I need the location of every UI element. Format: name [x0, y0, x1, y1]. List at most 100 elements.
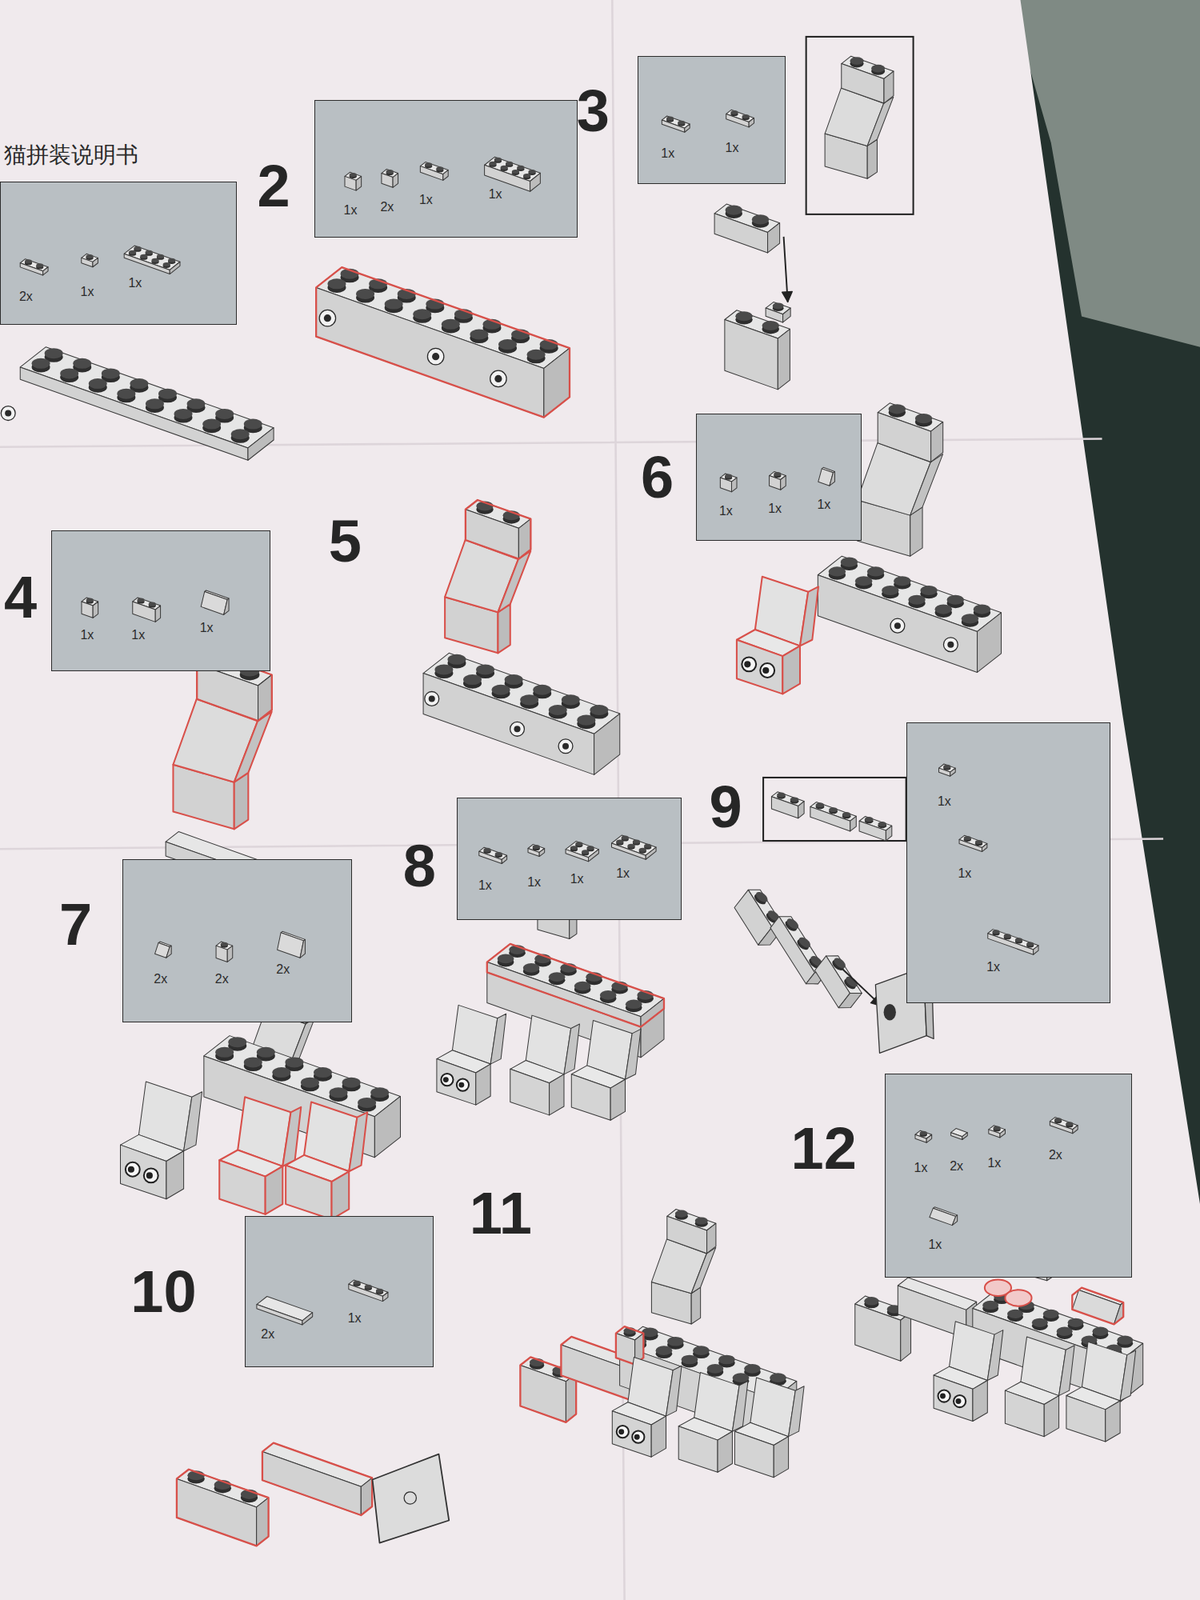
brick-face — [859, 820, 886, 841]
parts-box: 1x2x1x2x1x — [884, 1073, 1132, 1278]
axle-hole — [4, 410, 12, 417]
brick-face — [43, 267, 48, 276]
axle-hole — [427, 348, 444, 364]
brick-face — [810, 806, 851, 831]
eye — [741, 656, 756, 672]
stud — [992, 1125, 1000, 1130]
tail-plate — [372, 1454, 450, 1544]
brick-face — [265, 1166, 284, 1215]
part-icons — [907, 723, 1112, 1004]
quantity-label: 2x — [276, 962, 290, 977]
foot-assembly — [736, 576, 819, 695]
arrow-head — [782, 291, 793, 302]
stud — [840, 557, 858, 568]
brick — [988, 1125, 1006, 1138]
stud — [842, 812, 852, 817]
brick-face — [565, 849, 588, 862]
brick — [714, 204, 780, 253]
brick-face — [20, 347, 274, 448]
brick-face — [612, 843, 647, 860]
brick — [132, 597, 161, 622]
axle-hole — [319, 309, 336, 326]
stud — [816, 802, 825, 808]
brick-face — [381, 173, 393, 188]
stud — [527, 349, 546, 360]
brick-face — [124, 253, 170, 274]
eye — [125, 1162, 140, 1177]
brick-face — [1105, 1400, 1120, 1442]
brick-face — [564, 1024, 580, 1075]
stud — [893, 576, 911, 586]
stud — [776, 792, 786, 798]
stud — [920, 1131, 928, 1136]
brick-face — [479, 852, 502, 864]
stud — [677, 120, 685, 125]
stud — [412, 308, 432, 320]
brick-face — [732, 1380, 748, 1432]
brick-face — [81, 601, 93, 618]
axle-hole — [324, 314, 332, 322]
stud — [639, 848, 647, 852]
brick-face — [987, 1330, 1004, 1381]
brick-face — [348, 1112, 368, 1172]
axle-hole — [510, 721, 525, 736]
stud — [908, 595, 925, 605]
quantity-label: 2x — [19, 289, 33, 304]
stud — [1026, 941, 1034, 946]
brick-face — [651, 1416, 666, 1457]
stud — [156, 254, 164, 259]
stud — [975, 840, 983, 844]
brick-face — [549, 1074, 564, 1116]
stud — [718, 1355, 736, 1365]
stud — [228, 1036, 247, 1048]
brick — [176, 1469, 269, 1547]
brick — [81, 253, 99, 267]
quantity-label: 1x — [200, 620, 214, 636]
brick-face — [356, 176, 362, 191]
brick-face — [736, 640, 783, 695]
brick-face — [1072, 1289, 1120, 1324]
eye — [940, 1393, 946, 1400]
brick-face — [223, 598, 228, 615]
brick — [216, 941, 233, 962]
axle-hole — [890, 618, 905, 633]
brick-face — [949, 768, 956, 776]
new-part-outline — [262, 1443, 372, 1516]
eye — [760, 663, 775, 678]
subassembly-frame — [763, 777, 907, 841]
brick — [667, 1208, 716, 1253]
parts-box: 1x1x — [637, 56, 786, 184]
brick-face — [510, 1068, 550, 1116]
brick-face — [798, 801, 804, 819]
stud — [796, 935, 812, 950]
brick-face — [748, 118, 754, 128]
stud — [992, 929, 1000, 934]
stud — [1065, 1121, 1073, 1126]
brick-face — [120, 1144, 167, 1200]
brick-face — [300, 939, 305, 958]
stud — [148, 602, 156, 607]
stud — [424, 162, 432, 167]
eye — [744, 660, 751, 668]
foot-assembly — [120, 1081, 203, 1200]
stud — [532, 844, 540, 849]
quantity-label: 1x — [488, 187, 503, 202]
brick-face — [332, 1171, 350, 1220]
quantity-label: 1x — [660, 146, 675, 161]
stud — [769, 1372, 787, 1383]
brick-face — [529, 172, 540, 192]
brick-face — [184, 1092, 203, 1152]
stud — [174, 408, 193, 420]
brick — [765, 302, 791, 323]
stud — [349, 172, 357, 177]
stud — [528, 169, 536, 174]
stud — [935, 604, 952, 615]
brick-face — [360, 1477, 372, 1516]
stud — [877, 821, 887, 827]
step-number: 10 — [130, 1262, 196, 1322]
stud — [947, 595, 964, 605]
stud — [828, 566, 846, 576]
stud — [724, 473, 732, 478]
stud — [168, 258, 176, 263]
brick-face — [540, 848, 546, 857]
